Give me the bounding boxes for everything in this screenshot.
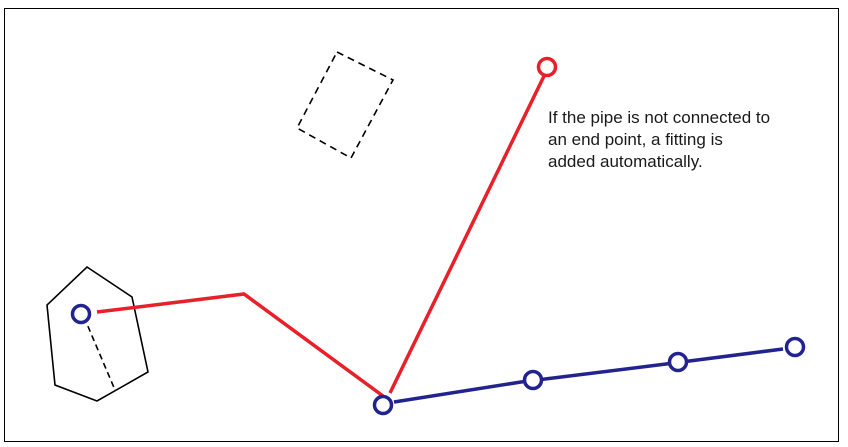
red-pipe-riser — [388, 73, 547, 394]
blue-pipe-route — [393, 347, 784, 404]
annotation-text: If the pipe is not connected to an end p… — [548, 107, 838, 173]
structure-node[interactable] — [70, 303, 92, 325]
blue-node-end[interactable] — [784, 336, 806, 358]
annotation-line-3: added automatically. — [548, 152, 703, 171]
blue-node-2[interactable] — [522, 369, 544, 391]
blue-node-3[interactable] — [667, 351, 689, 373]
annotation-line-2: an end point, a fitting is — [548, 130, 723, 149]
red-pipe-route — [96, 292, 385, 398]
dashed-placeholder-rectangle — [295, 50, 395, 160]
junction-node[interactable] — [372, 394, 394, 416]
diagram-frame — [4, 8, 839, 442]
structure-hexagon — [46, 265, 149, 402]
red-end-node[interactable] — [536, 56, 558, 78]
structure-dashed-connector — [83, 316, 116, 391]
annotation-line-1: If the pipe is not connected to — [548, 108, 771, 127]
